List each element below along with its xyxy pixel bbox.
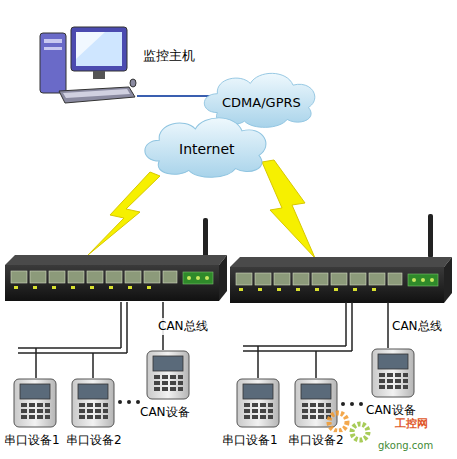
wireless-bolt xyxy=(88,172,160,255)
bus-label: CAN总线 xyxy=(392,318,442,335)
network-cloud: Internet xyxy=(138,112,276,178)
network-link xyxy=(137,95,210,97)
host-computer: 监控主机 xyxy=(35,25,137,113)
device-label: 串口设备1 xyxy=(222,432,278,449)
gateway-device xyxy=(5,255,227,301)
watermark: gkong.com xyxy=(378,440,433,451)
node-heading: 监控主机 xyxy=(143,47,195,65)
antenna xyxy=(428,214,433,258)
serial-device xyxy=(237,379,279,427)
device-label: CAN设备 xyxy=(140,404,190,421)
device-label: 串口设备2 xyxy=(66,432,122,449)
bus-wire xyxy=(18,302,388,378)
device-label: 串口设备1 xyxy=(4,432,60,449)
device-label: 串口设备2 xyxy=(288,432,344,449)
device-label: CAN设备 xyxy=(366,402,416,419)
can-device xyxy=(147,351,189,399)
serial-device xyxy=(72,379,114,427)
wireless-bolt xyxy=(262,160,315,258)
node-label: CDMA/GPRS xyxy=(222,95,301,110)
computer-icon xyxy=(35,25,137,113)
bus-label: CAN总线 xyxy=(158,318,208,335)
node-label: Internet xyxy=(179,141,235,157)
gateway-device xyxy=(230,257,452,303)
can-device xyxy=(372,349,414,397)
serial-device xyxy=(14,379,56,427)
watermark: 工控网 xyxy=(395,416,428,431)
antenna xyxy=(203,218,208,258)
